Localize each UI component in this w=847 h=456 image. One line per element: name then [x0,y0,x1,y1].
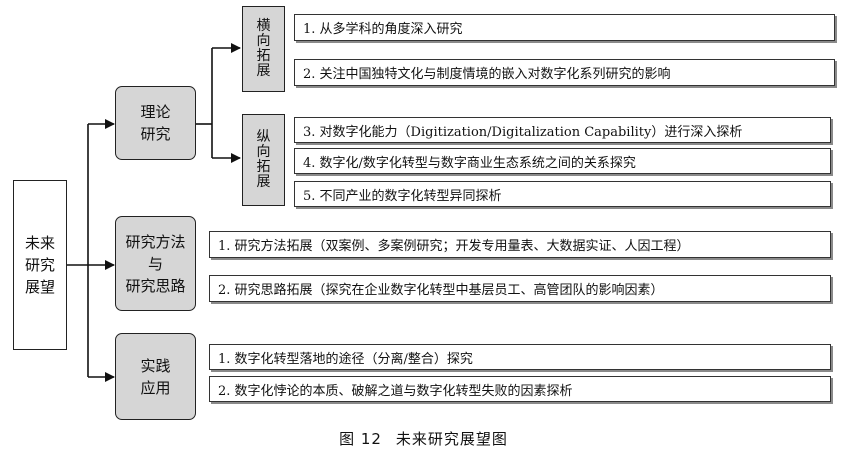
theory-label-line: 研究 [140,125,171,143]
leaf-item: 4. 数字化/数字化转型与数字商业生态系统之间的关系探究 [294,148,831,174]
leaf-item-text: 3. 对数字化能力（Digitization/Digitalization Ca… [303,124,743,140]
method-label-line: 研究方法 [125,232,186,251]
method-label-line: 研究思路 [125,276,186,295]
leaf-item: 3. 对数字化能力（Digitization/Digitalization Ca… [294,117,831,143]
leaf-item: 2. 研究思路拓展（探究在企业数字化转型中基层员工、高管团队的影响因素） [209,275,831,302]
leaf-item-text: 2. 数字化悖论的本质、破解之道与数字化转型失败的因素探析 [218,383,573,399]
root-node: 未来 研究 展望 [13,180,67,350]
practice-node: 实践 应用 [115,333,196,420]
leaf-item: 1. 从多学科的角度深入研究 [294,14,835,41]
vertical-label-char: 展 [256,174,271,190]
root-label-line: 展望 [24,278,55,296]
theory-node: 理论 研究 [115,86,196,160]
practice-label-line: 实践 [140,356,171,375]
horizontal-label-char: 向 [256,33,271,49]
vertical-label-char: 拓 [256,159,271,175]
leaf-item: 5. 不同产业的数字化转型异同探析 [294,181,831,207]
leaf-item-text: 5. 不同产业的数字化转型异同探析 [303,188,502,204]
practice-label-line: 应用 [140,378,171,397]
leaf-item-text: 1. 从多学科的角度深入研究 [303,22,463,37]
method-label-line: 与 [147,254,163,273]
leaf-item-text: 2. 关注中国独特文化与制度情境的嵌入对数字化系列研究的影响 [303,67,671,82]
method-node: 研究方法 与 研究思路 [115,216,196,311]
horizontal-label-char: 拓 [256,48,271,64]
leaf-item-text: 2. 研究思路拓展（探究在企业数字化转型中基层员工、高管团队的影响因素） [218,283,664,298]
leaf-item: 1. 数字化转型落地的途径（分离/整合）探究 [209,344,831,370]
horizontal-label-char: 展 [256,63,271,79]
root-label-line: 未来 [24,234,55,252]
horizontal-node: 横 向 拓 展 [242,6,285,92]
leaf-item: 2. 关注中国独特文化与制度情境的嵌入对数字化系列研究的影响 [294,59,835,86]
vertical-label-char: 纵 [256,129,271,145]
leaf-item-text: 4. 数字化/数字化转型与数字商业生态系统之间的关系探究 [303,155,636,171]
leaf-item-text: 1. 数字化转型落地的途径（分离/整合）探究 [218,351,473,367]
vertical-node: 纵 向 拓 展 [242,114,285,206]
figure-title: 未来研究展望图 [395,430,508,448]
figure-number: 图 12 [339,430,382,448]
leaf-item-text: 1. 研究方法拓展（双案例、多案例研究；开发专用量表、大数据实证、人因工程） [218,239,690,254]
horizontal-label-char: 横 [256,18,271,34]
figure-caption: 图 12 未来研究展望图 [0,428,847,449]
leaf-item: 2. 数字化悖论的本质、破解之道与数字化转型失败的因素探析 [209,376,831,402]
theory-label-line: 理论 [140,103,171,121]
vertical-label-char: 向 [256,144,271,160]
leaf-item: 1. 研究方法拓展（双案例、多案例研究；开发专用量表、大数据实证、人因工程） [209,231,831,258]
root-label-line: 研究 [24,256,55,274]
